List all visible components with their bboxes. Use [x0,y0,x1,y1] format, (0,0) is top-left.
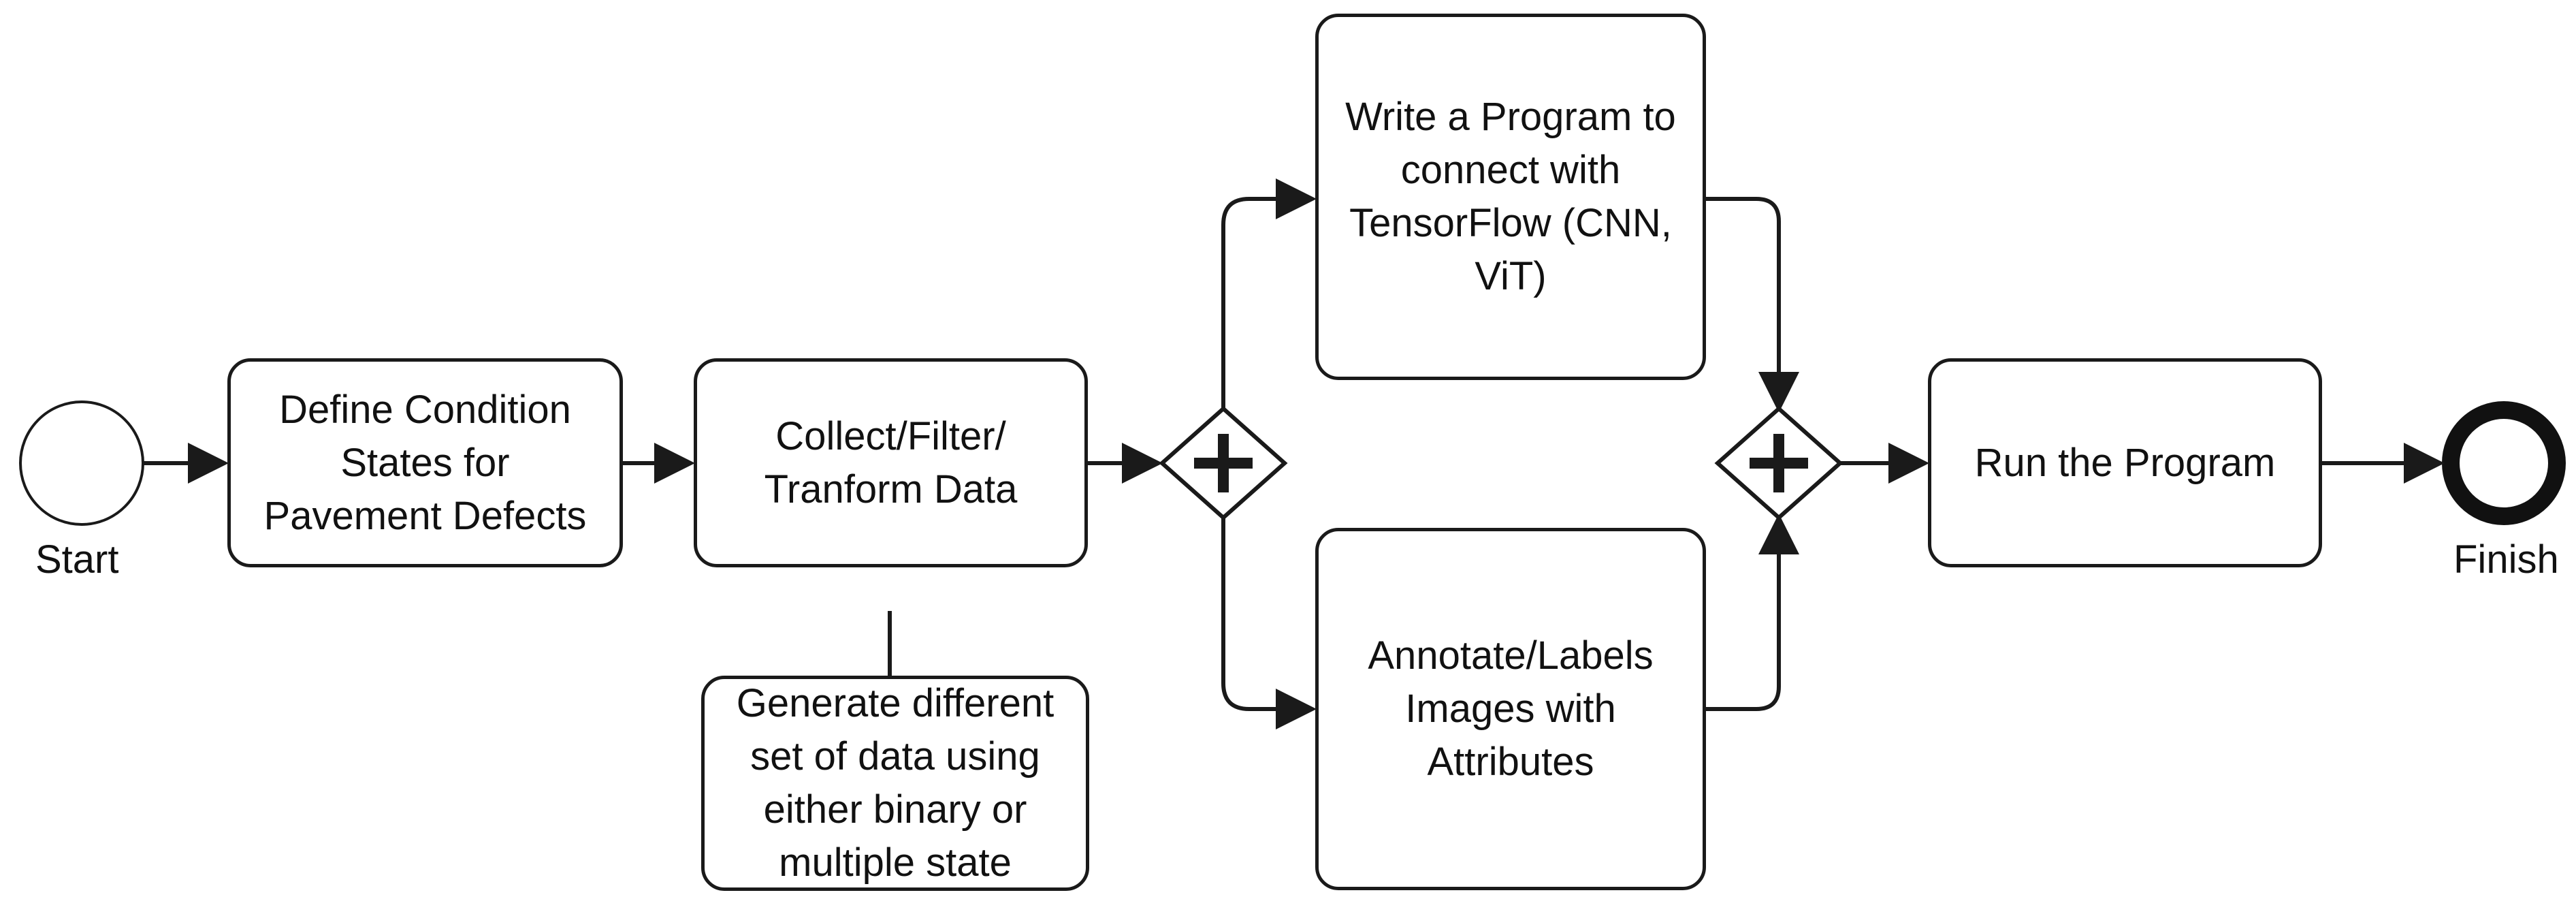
flow-annotate-to-join [1706,514,1799,711]
task-collect-filter-transform: Collect/Filter/ Tranform Data [694,358,1088,567]
task-write-program: Write a Program to connect with TensorFl… [1315,14,1706,380]
flow-split-to-program [1221,178,1317,412]
task-define-label: Define Condition States for Pavement Def… [263,387,587,538]
task-program-label: Write a Program to connect with TensorFl… [1345,95,1676,298]
start-event [19,400,144,526]
finish-label: Finish [2453,537,2559,582]
parallel-join-gateway [1714,405,1844,521]
parallel-split-gateway [1159,405,1288,521]
start-label: Start [35,537,119,582]
task-run-label: Run the Program [1974,440,2276,485]
task-annotate-label: Annotate/Labels Images with Attributes [1368,633,1654,784]
flow-program-to-join [1706,197,1799,413]
task-define-condition-states: Define Condition States for Pavement Def… [227,358,623,567]
task-collect-label: Collect/Filter/ Tranform Data [764,413,1018,512]
annotation-generate-data: Generate different set of data using eit… [701,676,1089,891]
task-run-program: Run the Program [1928,358,2322,567]
task-annotate-images: Annotate/Labels Images with Attributes [1315,528,1706,890]
finish-event [2442,401,2566,525]
annotation-generate-label: Generate different set of data using eit… [736,681,1054,885]
flow-split-to-annotate [1221,514,1317,729]
